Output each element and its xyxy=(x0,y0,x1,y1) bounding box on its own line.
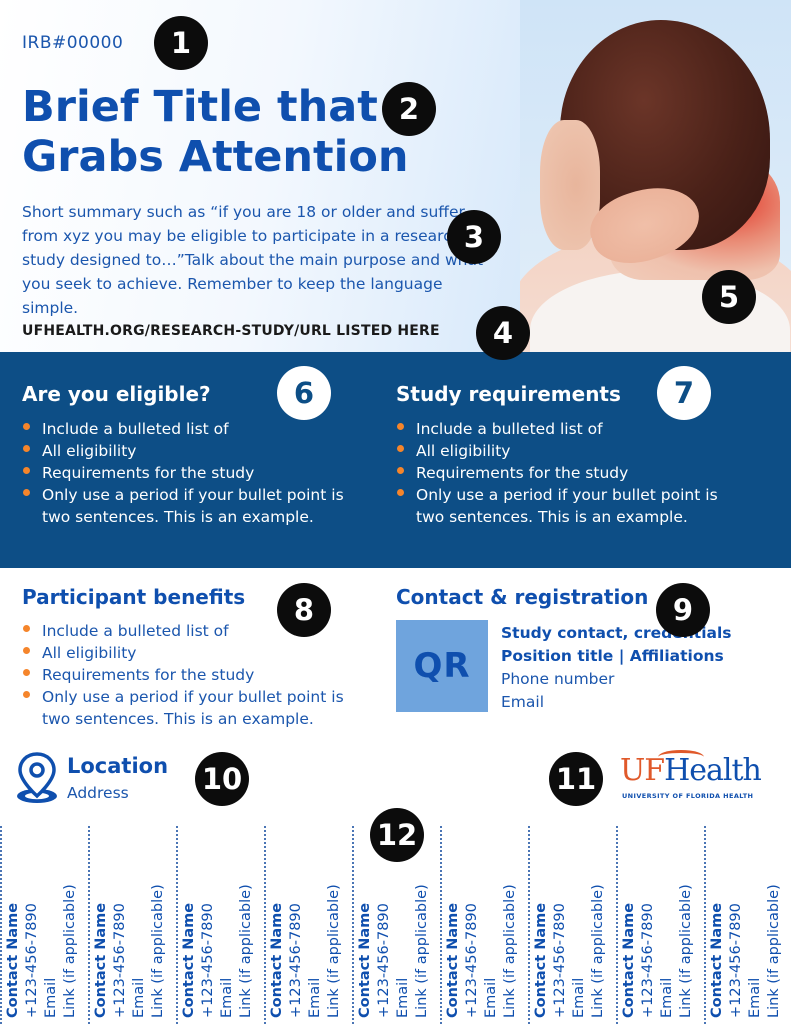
hero-section: IRB#00000 Brief Title that Grabs Attenti… xyxy=(0,0,791,352)
tearoff-email: Email xyxy=(219,977,235,1018)
eligibility-list: Include a bulleted list of All eligibili… xyxy=(22,418,362,528)
benefits-list: Include a bulleted list of All eligibili… xyxy=(22,620,362,730)
tearoff-strip[interactable]: Contact Name +123-456-7890 Email Link (i… xyxy=(352,826,439,1024)
tearoff-strip[interactable]: Contact Name +123-456-7890 Email Link (i… xyxy=(616,826,703,1024)
tearoff-email: Email xyxy=(483,977,499,1018)
marker-4: 4 xyxy=(476,306,530,360)
tearoff-link: Link (if applicable) xyxy=(150,884,166,1018)
title-line-1: Brief Title that xyxy=(22,82,378,132)
tearoff-email: Email xyxy=(659,977,675,1018)
logo-subtitle: UNIVERSITY OF FLORIDA HEALTH xyxy=(622,792,754,800)
marker-12: 12 xyxy=(370,808,424,862)
hero-photo xyxy=(520,0,791,352)
list-item: Requirements for the study xyxy=(22,664,362,686)
marker-5: 5 xyxy=(702,270,756,324)
marker-6: 6 xyxy=(277,366,331,420)
requirements-title: Study requirements xyxy=(396,382,621,406)
marker-9: 9 xyxy=(656,583,710,637)
tearoff-name: Contact Name xyxy=(533,902,549,1018)
study-url[interactable]: UFHEALTH.ORG/RESEARCH-STUDY/URL LISTED H… xyxy=(22,323,440,339)
tearoff-email: Email xyxy=(43,977,59,1018)
tearoff-strip[interactable]: Contact Name +123-456-7890 Email Link (i… xyxy=(88,826,175,1024)
marker-8: 8 xyxy=(277,583,331,637)
tearoff-link: Link (if applicable) xyxy=(414,884,430,1018)
tearoff-email: Email xyxy=(395,977,411,1018)
tearoff-email: Email xyxy=(571,977,587,1018)
tearoff-name: Contact Name xyxy=(181,902,197,1018)
tearoff-phone: +123-456-7890 xyxy=(464,903,480,1018)
tearoff-name: Contact Name xyxy=(93,902,109,1018)
marker-7: 7 xyxy=(657,366,711,420)
marker-3: 3 xyxy=(447,210,501,264)
tearoff-name: Contact Name xyxy=(269,902,285,1018)
map-pin-icon xyxy=(17,752,57,803)
logo-uf: UF xyxy=(620,753,665,788)
tearoff-strip[interactable]: Contact Name +123-456-7890 Email Link (i… xyxy=(176,826,263,1024)
list-item: Include a bulleted list of xyxy=(22,418,362,440)
uf-health-logo: UFHealth UNIVERSITY OF FLORIDA HEALTH xyxy=(620,750,762,804)
eligibility-title: Are you eligible? xyxy=(22,382,211,406)
tearoff-phone: +123-456-7890 xyxy=(24,903,40,1018)
list-item: Requirements for the study xyxy=(396,462,736,484)
qr-code[interactable]: QR xyxy=(396,620,488,712)
tearoff-link: Link (if applicable) xyxy=(502,884,518,1018)
logo-health: Health xyxy=(664,753,762,788)
tearoff-link: Link (if applicable) xyxy=(590,884,606,1018)
tearoff-strip[interactable]: Contact Name +123-456-7890 Email Link (i… xyxy=(440,826,527,1024)
requirements-list: Include a bulleted list of All eligibili… xyxy=(396,418,736,528)
contact-details: Study contact, credentials Position titl… xyxy=(501,622,732,714)
tearoff-email: Email xyxy=(131,977,147,1018)
tearoff-phone: +123-456-7890 xyxy=(640,903,656,1018)
tearoff-phone: +123-456-7890 xyxy=(112,903,128,1018)
tearoff-email: Email xyxy=(747,977,763,1018)
tearoff-strip[interactable]: Contact Name +123-456-7890 Email Link (i… xyxy=(704,826,791,1024)
tearoff-phone: +123-456-7890 xyxy=(552,903,568,1018)
benefits-title: Participant benefits xyxy=(22,585,246,609)
tearoff-strip[interactable]: Contact Name +123-456-7890 Email Link (i… xyxy=(0,826,87,1024)
tearoff-link: Link (if applicable) xyxy=(678,884,694,1018)
list-item: Only use a period if your bullet point i… xyxy=(22,484,362,528)
location-title: Location xyxy=(67,754,169,778)
list-item: All eligibility xyxy=(22,440,362,462)
tearoff-link: Link (if applicable) xyxy=(326,884,342,1018)
tearoff-phone: +123-456-7890 xyxy=(288,903,304,1018)
list-item: Only use a period if your bullet point i… xyxy=(22,686,362,730)
tearoff-name: Contact Name xyxy=(445,902,461,1018)
tearoff-phone: +123-456-7890 xyxy=(728,903,744,1018)
list-item: Only use a period if your bullet point i… xyxy=(396,484,736,528)
study-summary: Short summary such as “if you are 18 or … xyxy=(22,203,484,317)
marker-2: 2 xyxy=(382,82,436,136)
tearoff-link: Link (if applicable) xyxy=(62,884,78,1018)
list-item: Include a bulleted list of xyxy=(22,620,362,642)
tearoff-link: Link (if applicable) xyxy=(766,884,782,1018)
marker-10: 10 xyxy=(195,752,249,806)
tearoff-phone: +123-456-7890 xyxy=(200,903,216,1018)
marker-11: 11 xyxy=(549,752,603,806)
list-item: Requirements for the study xyxy=(22,462,362,484)
tearoff-strip[interactable]: Contact Name +123-456-7890 Email Link (i… xyxy=(264,826,351,1024)
page-title: Brief Title that Grabs Attention xyxy=(22,82,442,182)
list-item: All eligibility xyxy=(22,642,362,664)
tearoff-link: Link (if applicable) xyxy=(238,884,254,1018)
irb-number: IRB#00000 xyxy=(22,33,124,53)
contact-email[interactable]: Email xyxy=(501,693,545,711)
title-line-2: Grabs Attention xyxy=(22,132,409,182)
list-item: All eligibility xyxy=(396,440,736,462)
list-item: Include a bulleted list of xyxy=(396,418,736,440)
contact-phone[interactable]: Phone number xyxy=(501,670,615,688)
contact-title: Contact & registration xyxy=(396,585,649,609)
tearoff-name: Contact Name xyxy=(621,902,637,1018)
tearoff-name: Contact Name xyxy=(357,902,373,1018)
tearoff-strip[interactable]: Contact Name +123-456-7890 Email Link (i… xyxy=(528,826,615,1024)
tearoff-name: Contact Name xyxy=(709,902,725,1018)
contact-position: Position title | Affiliations xyxy=(501,647,724,665)
tearoff-phone: +123-456-7890 xyxy=(376,903,392,1018)
marker-1: 1 xyxy=(154,16,208,70)
tearoff-email: Email xyxy=(307,977,323,1018)
location-address: Address xyxy=(67,784,129,802)
tearoff-name: Contact Name xyxy=(5,902,21,1018)
